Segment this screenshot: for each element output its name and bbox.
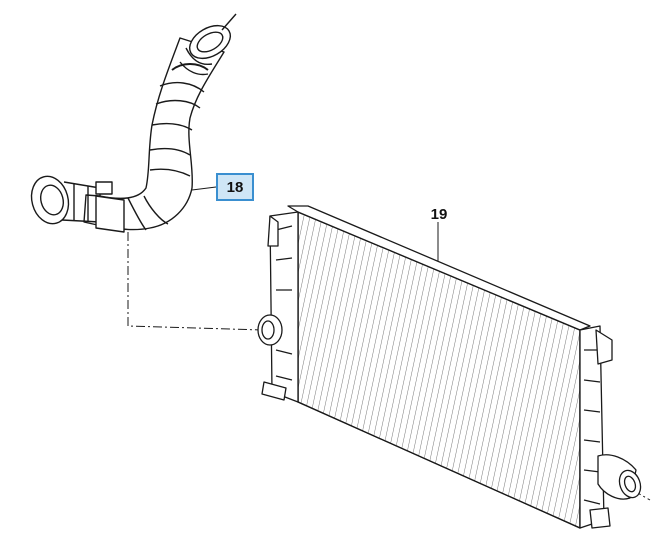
leader-lines — [191, 186, 439, 262]
intercooler[interactable] — [257, 205, 644, 529]
charge-air-hose[interactable] — [26, 13, 237, 233]
callout-18[interactable]: 18 — [216, 173, 254, 201]
callout-19[interactable]: 19 — [430, 205, 448, 223]
